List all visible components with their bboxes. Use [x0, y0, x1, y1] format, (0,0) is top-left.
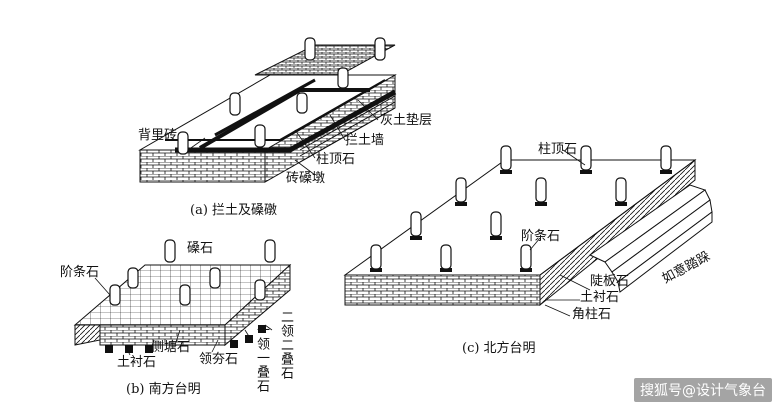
caption-figure-c: (c) 北方台明 [462, 341, 536, 356]
figure-c-drawing [343, 145, 713, 317]
label-corner-column-stone: 角柱石 [572, 307, 612, 322]
label-retaining-wall: 拦土墙 [345, 133, 385, 148]
label-side-pond-stone: 侧塘石 [151, 340, 191, 355]
figure-a-drawing [138, 37, 397, 183]
label-first-collar-stack: 一领一叠石 [254, 323, 269, 393]
label-soil-lining-stone-c: 土衬石 [580, 290, 620, 305]
label-lime-soil-layer: 灰土垫层 [380, 113, 433, 128]
label-soil-lining-stone-b: 土衬石 [117, 355, 157, 370]
label-second-collar-stack: 二领二叠石 [278, 310, 293, 380]
label-sang-stone: 磉石 [187, 241, 214, 256]
label-collar-stone: 领夯石 [199, 352, 239, 367]
figure-b-drawing [73, 239, 292, 356]
caption-figure-a: (a) 拦土及磉礅 [190, 203, 278, 218]
label-brick-pier: 砖磉墩 [286, 171, 326, 186]
label-step-stone-b: 阶条石 [60, 265, 100, 280]
label-back-brick: 背里砖 [138, 128, 178, 143]
watermark: 搜狐号@设计气象台 [634, 378, 772, 402]
label-step-stone-c: 阶条石 [521, 229, 561, 244]
caption-figure-b: (b) 南方台明 [126, 382, 201, 397]
label-column-base-stone-a: 柱顶石 [316, 152, 356, 167]
label-column-base-stone-c: 柱顶石 [538, 142, 578, 157]
label-steep-board-stone: 陡板石 [590, 274, 630, 289]
